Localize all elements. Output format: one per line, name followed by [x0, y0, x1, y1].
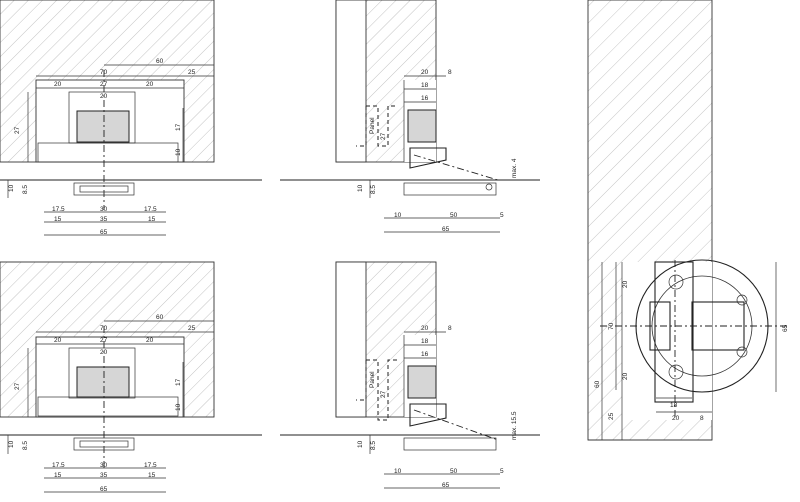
- dim-8-5: 8.5: [22, 185, 29, 194]
- dim-70: 70: [100, 325, 108, 332]
- dim-65: 65: [442, 226, 450, 233]
- dim-17-5a: 17.5: [52, 206, 65, 213]
- panel-outline: [356, 105, 398, 147]
- dim-25: 25: [188, 325, 196, 332]
- top-middle-view: Panel 20 8 18 16 27 10 8.5 10 50 5 65 ma…: [280, 0, 540, 233]
- dim-17-5b: 17.5: [144, 206, 157, 213]
- dim-65: 65: [100, 486, 108, 493]
- dim-17v: 17: [175, 378, 182, 386]
- dim-27a: 27: [100, 81, 108, 88]
- bottom-middle-view: Panel 20 8 18 16 27 10 8.5 10 50 5 65 ma…: [280, 261, 540, 489]
- dim-20b: 20: [622, 372, 629, 380]
- dim-30: 30: [100, 462, 108, 469]
- dim-27a: 27: [100, 337, 108, 344]
- dim-10v: 10: [357, 184, 364, 192]
- dim-15b: 15: [148, 472, 156, 479]
- dim-16: 16: [421, 351, 429, 358]
- dim-20c: 20: [672, 415, 680, 422]
- dim-20a: 20: [622, 280, 629, 288]
- dim-27v: 27: [14, 382, 21, 390]
- dim-8-5: 8.5: [370, 185, 377, 194]
- dim-20c: 20: [100, 349, 108, 356]
- dim-65: 65: [100, 229, 108, 236]
- dim-8: 8: [448, 325, 452, 332]
- dim-27v: 27: [380, 390, 387, 398]
- dim-15b: 15: [148, 216, 156, 223]
- dim-20a: 20: [54, 81, 62, 88]
- dim-70: 70: [100, 69, 108, 76]
- dim-10v: 10: [357, 440, 364, 448]
- dim-60: 60: [156, 314, 164, 321]
- dim-30: 30: [100, 206, 108, 213]
- dim-10w: 10: [8, 184, 15, 192]
- dim-50: 50: [450, 212, 458, 219]
- dim-10v: 10: [175, 403, 182, 411]
- dim-10: 10: [394, 468, 402, 475]
- dim-20: 20: [421, 69, 429, 76]
- dim-35: 35: [100, 472, 108, 479]
- dim-5: 5: [500, 468, 504, 475]
- hinge-cup: [76, 366, 130, 398]
- bottom-left-view: 60 70 25 20 27 20 20 27 17 10 10 8.5 17.…: [0, 261, 262, 493]
- dim-15a: 15: [54, 472, 62, 479]
- dim-18: 18: [670, 402, 678, 409]
- dim-20c: 20: [100, 93, 108, 100]
- right-plan-view: 20 70 20 60 25 18 20 8 65: [587, 0, 790, 441]
- dim-70: 70: [608, 322, 615, 330]
- max-label: max. 15.5: [511, 411, 518, 440]
- panel-label: Panel: [369, 371, 376, 388]
- dim-8-5: 8.5: [22, 441, 29, 450]
- top-left-view: 60 70 25 20 27 20 20 27 17 10 10 8.5 17.…: [0, 0, 262, 236]
- dim-27v: 27: [380, 132, 387, 140]
- dim-8: 8: [448, 69, 452, 76]
- dim-60: 60: [156, 58, 164, 65]
- hinge-cup: [407, 365, 437, 399]
- max-label: max. 4: [511, 158, 518, 178]
- dim-8: 8: [700, 415, 704, 422]
- dim-17-5a: 17.5: [52, 462, 65, 469]
- hinge-cup: [76, 110, 130, 143]
- dim-60: 60: [594, 380, 601, 388]
- dim-18: 18: [421, 82, 429, 89]
- dim-18: 18: [421, 338, 429, 345]
- dim-20: 20: [421, 325, 429, 332]
- dim-20b: 20: [146, 337, 154, 344]
- hinge-cup: [407, 109, 437, 143]
- dim-17v: 17: [175, 123, 182, 131]
- panel-label: Panel: [369, 117, 376, 134]
- dim-20b: 20: [146, 81, 154, 88]
- dim-25: 25: [188, 69, 196, 76]
- dim-65: 65: [782, 324, 789, 332]
- dim-25: 25: [608, 412, 615, 420]
- dim-10w: 10: [8, 440, 15, 448]
- dim-35: 35: [100, 216, 108, 223]
- dim-10: 10: [394, 212, 402, 219]
- dim-65: 65: [442, 482, 450, 489]
- dim-27v: 27: [14, 126, 21, 134]
- dim-50: 50: [450, 468, 458, 475]
- dim-16: 16: [421, 95, 429, 102]
- dim-15a: 15: [54, 216, 62, 223]
- dim-10v: 10: [175, 148, 182, 156]
- dim-8-5: 8.5: [370, 441, 377, 450]
- dim-5: 5: [500, 212, 504, 219]
- dim-17-5b: 17.5: [144, 462, 157, 469]
- panel-outline: [356, 359, 398, 421]
- dim-20a: 20: [54, 337, 62, 344]
